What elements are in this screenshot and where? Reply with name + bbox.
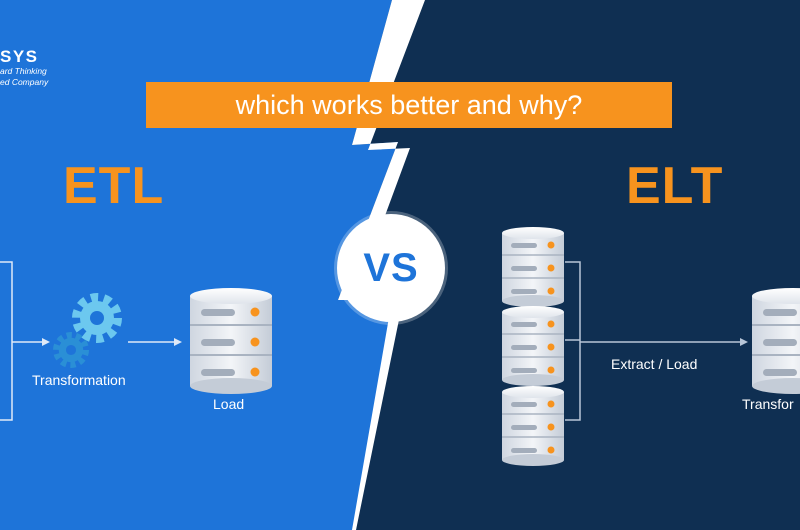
headline-banner: which works better and why? xyxy=(146,82,672,128)
elt-transformation-label: Transfor xyxy=(742,396,794,412)
database-icon xyxy=(501,305,565,387)
etl-load-label: Load xyxy=(213,396,245,412)
etl-transformation-label: Transformation xyxy=(32,372,126,388)
arrow-icon xyxy=(42,338,50,346)
etl-title: ETL xyxy=(63,157,165,215)
logo-tagline-1: ard Thinking xyxy=(0,66,47,76)
vs-badge: VS xyxy=(337,214,445,322)
logo-name: SYS xyxy=(0,47,39,66)
logo-tagline-2: ed Company xyxy=(0,77,49,87)
database-icon xyxy=(501,226,565,308)
elt-title: ELT xyxy=(626,157,724,215)
database-icon xyxy=(189,287,273,395)
arrow-icon xyxy=(740,338,748,346)
elt-flow-lines xyxy=(565,261,742,421)
arrow-icon xyxy=(174,338,182,346)
elt-extract-load-label: Extract / Load xyxy=(611,356,698,372)
company-logo: SYS ard Thinking ed Company xyxy=(0,48,70,98)
database-icon xyxy=(501,385,565,467)
etl-flow-lines xyxy=(0,261,176,421)
database-icon xyxy=(751,287,800,395)
